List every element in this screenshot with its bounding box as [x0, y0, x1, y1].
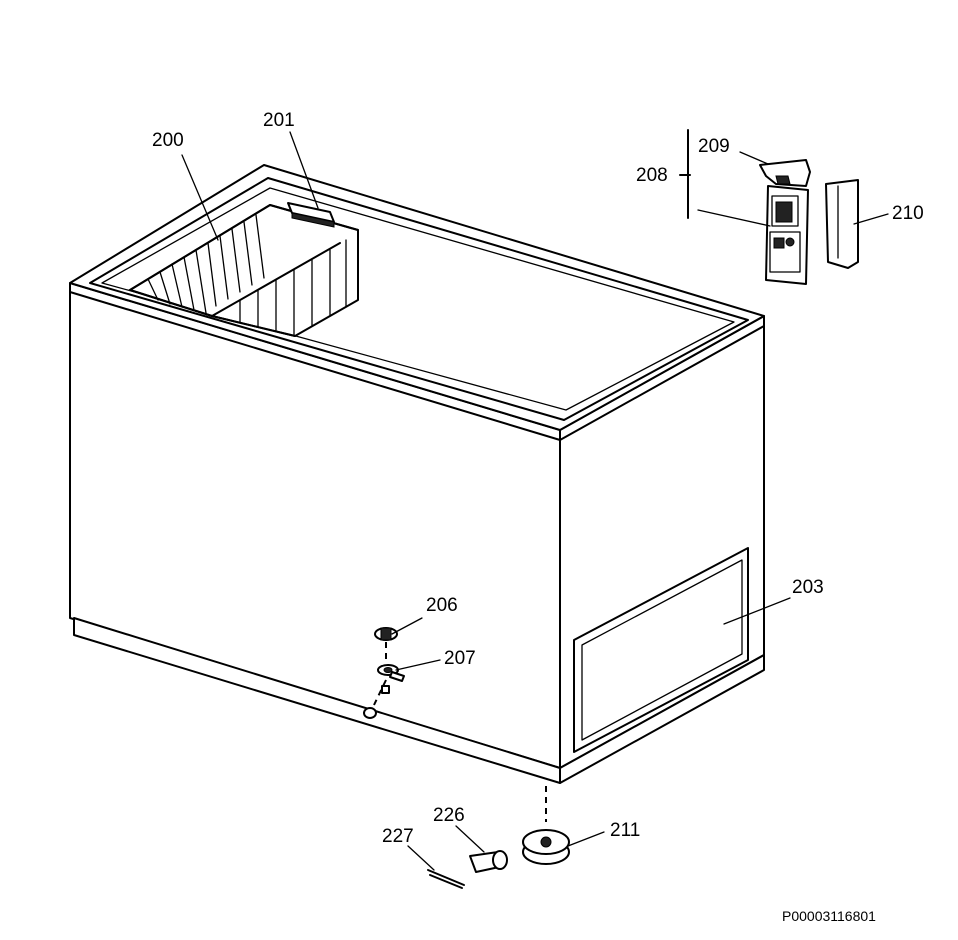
part-211-center: [540, 836, 552, 848]
part-227-pin: [427, 869, 465, 886]
leader-201: [289, 131, 319, 209]
drain-hole: [363, 707, 377, 719]
label-211: 211: [610, 820, 640, 841]
assembly-axis-207: [373, 679, 387, 706]
handle-front: [291, 212, 335, 228]
leader-207: [395, 659, 441, 671]
thermostat-contact: [773, 237, 785, 249]
top-front-edge: [69, 291, 561, 441]
part-206-body: [380, 627, 392, 641]
basket-wires: [147, 214, 347, 336]
label-210: 210: [892, 203, 924, 224]
part-209-cover: [759, 159, 811, 187]
label-209: 209: [698, 136, 730, 157]
part-209-notch: [775, 175, 791, 185]
part-227-pin-edge: [429, 874, 463, 889]
label-227: 227: [382, 826, 414, 847]
panel-outer: [573, 547, 749, 753]
label-208: 208: [636, 165, 668, 186]
thermostat-screw: [785, 237, 795, 247]
thermostat-window: [771, 195, 799, 227]
part-210-sleeve: [825, 179, 859, 269]
label-203: 203: [792, 577, 824, 598]
cabinet-base-side: [559, 654, 765, 784]
leader-208: [697, 209, 771, 227]
small-screw: [381, 685, 390, 694]
cabinet-inner-lip: [101, 187, 735, 411]
thermostat-assembly: [679, 129, 859, 285]
loose-parts: [427, 786, 570, 889]
panel-inner: [581, 559, 743, 741]
leader-210: [853, 213, 889, 225]
part-207-tab: [389, 671, 405, 682]
leader-206: [391, 617, 423, 635]
top-side-edge: [559, 325, 765, 441]
adjustable-foot-parts: [373, 627, 405, 706]
label-226: 226: [433, 805, 465, 826]
leader-209: [739, 151, 769, 165]
side-grille-panel: [573, 547, 749, 753]
drawing-code: P00003116801: [782, 908, 876, 924]
leader-226: [455, 825, 485, 853]
part-207-hole: [383, 667, 393, 673]
label-207: 207: [444, 648, 476, 669]
label-201: 201: [263, 110, 295, 131]
part-226-end: [492, 850, 508, 870]
leader-211: [567, 831, 605, 847]
label-206: 206: [426, 595, 458, 616]
thermostat-switch: [775, 201, 793, 223]
leader-203: [723, 597, 791, 625]
leader-lines: [181, 131, 889, 871]
basket: [129, 204, 359, 337]
cabinet-inner-opening: [89, 177, 749, 421]
label-200: 200: [152, 130, 184, 151]
basket-handle: [287, 202, 335, 228]
leader-227: [407, 845, 435, 871]
thermostat-plate: [769, 231, 801, 273]
freezer-cabinet: [69, 164, 765, 784]
leader-200: [181, 154, 219, 241]
